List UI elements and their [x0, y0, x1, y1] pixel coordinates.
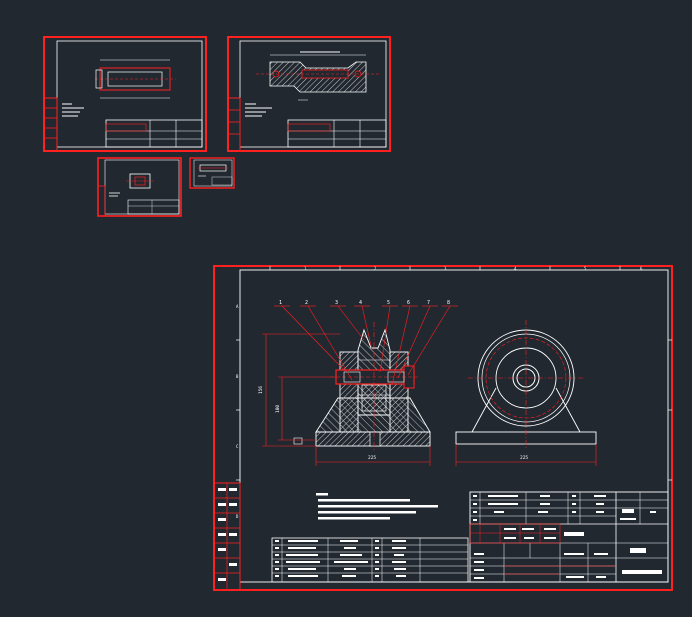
balloon-2: 2	[305, 300, 308, 306]
balloon-7: 7	[427, 300, 430, 306]
zone-label: 1	[304, 266, 307, 271]
zone-label: 2	[374, 266, 377, 271]
balloon-6: 6	[407, 300, 410, 306]
zone-label: D	[236, 514, 239, 519]
dim-width-front: 225	[368, 455, 376, 461]
technical-notes	[316, 493, 438, 520]
thumbnail-sheet-shaft[interactable]	[43, 36, 207, 152]
parts-list[interactable]	[271, 537, 469, 583]
zone-marks-top: 1 2 3 4 5 6	[269, 266, 643, 271]
zone-label: 3	[444, 266, 447, 271]
zone-label: 5	[584, 266, 587, 271]
zone-label: B	[236, 374, 239, 379]
zone-label: 4	[514, 266, 517, 271]
zone-label: 6	[640, 266, 643, 271]
part-balloons: 1 2 3 4 5 6 7 8	[279, 300, 450, 306]
thumbnail-sheet-small-2[interactable]	[189, 157, 235, 189]
balloon-3: 3	[335, 300, 338, 306]
dim-height-center: 100	[275, 405, 281, 413]
zone-marks-side: A B C D	[236, 304, 672, 519]
thumbnail-sheet-plate[interactable]	[227, 36, 391, 152]
dimensions-front	[262, 333, 431, 466]
balloon-8: 8	[447, 300, 450, 306]
dim-width-side: 225	[520, 455, 528, 461]
balloon-5: 5	[387, 300, 390, 306]
front-section-view[interactable]	[293, 322, 431, 452]
title-block[interactable]	[469, 491, 669, 583]
side-view[interactable]	[455, 320, 597, 448]
dimensions-side	[455, 444, 597, 466]
zone-label: C	[236, 444, 239, 449]
thumbnail-sheet-small-1[interactable]	[97, 157, 182, 217]
binding-strip	[213, 482, 241, 591]
main-drawing-sheet[interactable]: 1 2 3 4 5 6 A B C D	[213, 265, 673, 591]
leader-lines	[274, 305, 458, 386]
balloon-4: 4	[359, 300, 362, 306]
zone-label: A	[236, 304, 239, 309]
dim-height-total: 156	[258, 386, 264, 394]
balloon-1: 1	[279, 300, 282, 306]
